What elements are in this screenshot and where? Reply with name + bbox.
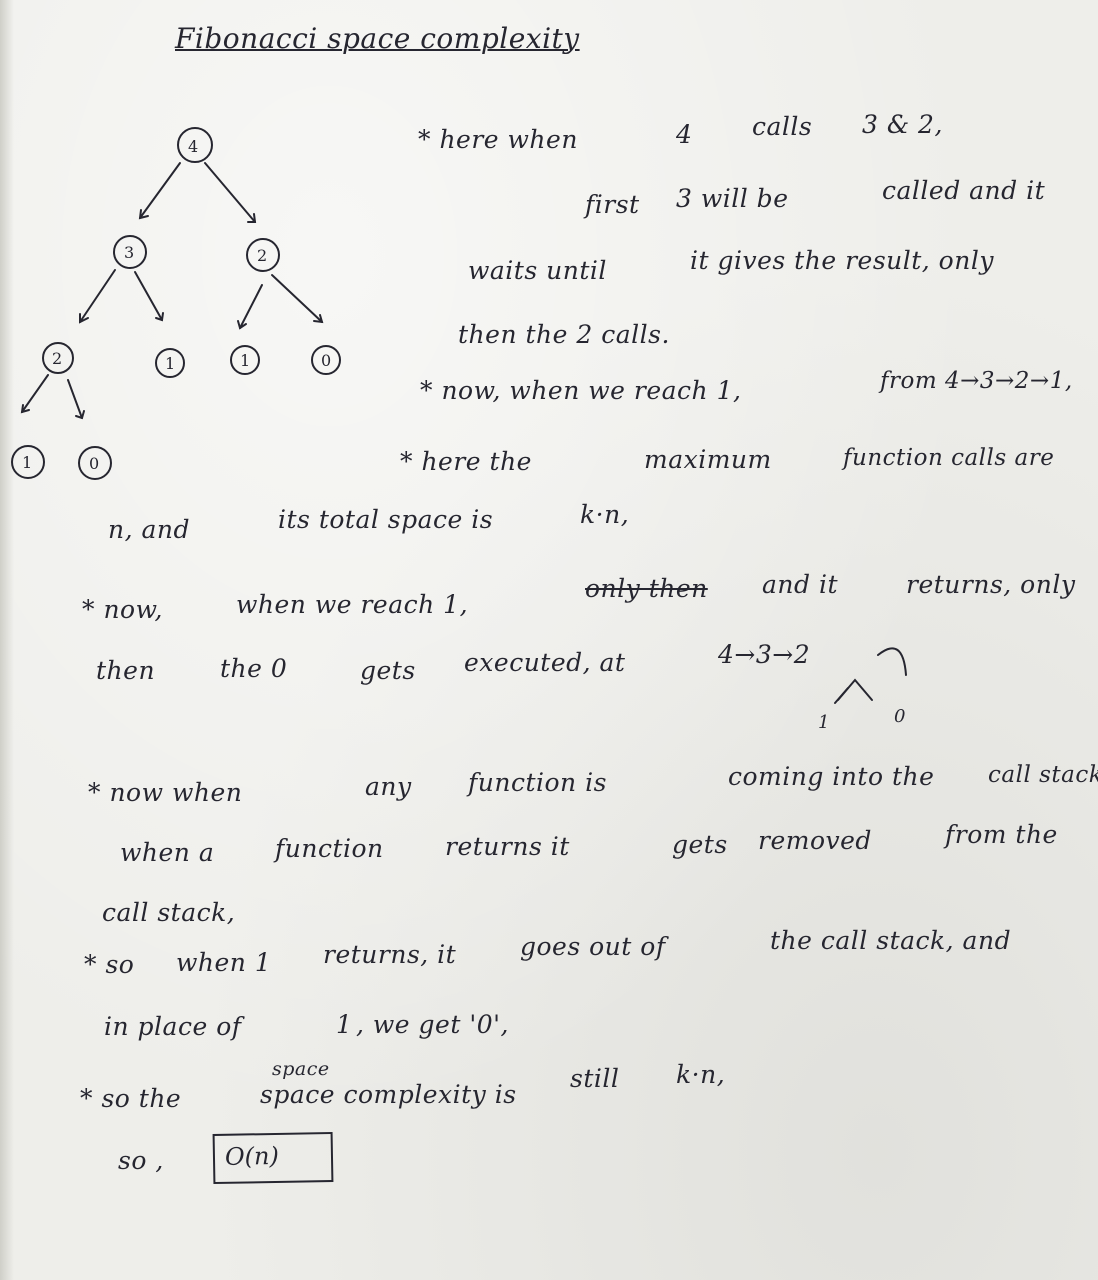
note-text: then: [96, 656, 156, 685]
tree-node-label: 0: [89, 454, 99, 473]
tree-edge: [21, 374, 49, 413]
note-text: first: [585, 190, 640, 219]
tree-node-label: 3: [124, 243, 134, 262]
tree-node: [11, 445, 45, 479]
note-text: gets: [360, 656, 416, 685]
tree-node-label: 1: [240, 351, 250, 370]
tree-edge: [271, 274, 323, 323]
note-text: so ,: [118, 1146, 164, 1175]
note-text: space complexity is: [260, 1080, 517, 1109]
note-text: call stack,: [102, 898, 236, 927]
tree-edge: [67, 379, 83, 419]
page-title: Fibonacci space complexity: [175, 22, 580, 55]
note-text: * here the: [400, 447, 532, 476]
note-text: coming into the: [728, 762, 935, 791]
note-text: function is: [468, 768, 607, 797]
note-text: from the: [945, 820, 1058, 849]
note-text: when 1: [176, 948, 272, 977]
note-text: gets: [672, 830, 728, 859]
note-text: in place of: [104, 1012, 242, 1041]
note-text: k·n,: [676, 1060, 726, 1089]
note-text: n, and: [108, 515, 191, 544]
tree-node-label: 1: [22, 453, 32, 472]
note-text: calls: [752, 112, 813, 141]
tree-edge: [79, 269, 116, 323]
note-text: 1: [818, 712, 830, 733]
note-text: * now when: [88, 778, 243, 807]
curved-arrow: [877, 647, 907, 676]
note-text: any: [365, 772, 412, 801]
tree-node-label: 1: [165, 354, 175, 373]
note-text: 3 & 2,: [862, 110, 943, 139]
tree-edge: [139, 162, 181, 219]
note-text: * so: [84, 950, 135, 979]
note-text: * now,: [82, 595, 163, 624]
note-text: when we reach 1,: [236, 590, 469, 619]
tree-node: [155, 348, 185, 378]
note-text: space: [272, 1058, 330, 1080]
note-text-struck: only then: [585, 574, 708, 603]
note-text: when a: [120, 838, 215, 867]
note-text: function: [275, 834, 384, 863]
note-text: it gives the result, only: [690, 246, 994, 275]
note-text: goes out of: [520, 932, 666, 961]
note-text: returns it: [445, 832, 570, 861]
tree-node: [311, 345, 341, 375]
curved-arrow: [834, 687, 849, 704]
page-shadow-edge: [0, 0, 14, 1280]
note-text: removed: [758, 826, 872, 855]
note-text: then the 2 calls.: [458, 320, 670, 349]
tree-node: [42, 342, 74, 374]
tree-node: [246, 238, 280, 272]
note-text: waits until: [468, 256, 607, 285]
note-text: * so the: [80, 1084, 182, 1113]
note-text: 0: [894, 706, 906, 727]
tree-node: [78, 446, 112, 480]
note-text: , we get '0',: [356, 1010, 509, 1039]
note-text: maximum: [644, 445, 772, 474]
tree-node: [177, 127, 213, 163]
note-text: the 0: [220, 654, 288, 683]
tree-node: [230, 345, 260, 375]
note-text: 1: [336, 1010, 353, 1039]
tree-node-label: 2: [52, 349, 62, 368]
note-text: its total space is: [278, 505, 494, 534]
answer-text: O(n): [224, 1141, 280, 1171]
note-text: * here when: [418, 125, 578, 154]
note-text: the call stack, and: [770, 926, 1012, 955]
note-text: called and it: [882, 176, 1046, 205]
note-text: 4: [676, 120, 693, 149]
note-text: 3 will be: [676, 184, 789, 213]
note-text: 4→3→2: [718, 640, 811, 669]
note-text: k·n,: [580, 500, 630, 529]
note-text: and it: [762, 570, 838, 599]
answer-box: O(n): [212, 1131, 334, 1185]
curved-arrow: [837, 678, 873, 701]
tree-node-label: 4: [188, 137, 198, 156]
note-text: returns, it: [323, 940, 457, 969]
note-text: * now, when we reach 1,: [420, 376, 742, 405]
note-text: executed, at: [464, 648, 626, 677]
note-text: from 4→3→2→1,: [880, 368, 1073, 394]
tree-node-label: 0: [321, 351, 331, 370]
tree-edge: [239, 284, 263, 329]
note-text: function calls are: [843, 445, 1055, 471]
tree-edge: [204, 162, 256, 223]
note-text: still: [570, 1064, 620, 1093]
note-text: call stack,: [988, 762, 1098, 788]
tree-node: [113, 235, 147, 269]
tree-node-label: 2: [257, 246, 267, 265]
tree-edge: [134, 271, 163, 321]
note-text: returns, only: [906, 570, 1076, 599]
